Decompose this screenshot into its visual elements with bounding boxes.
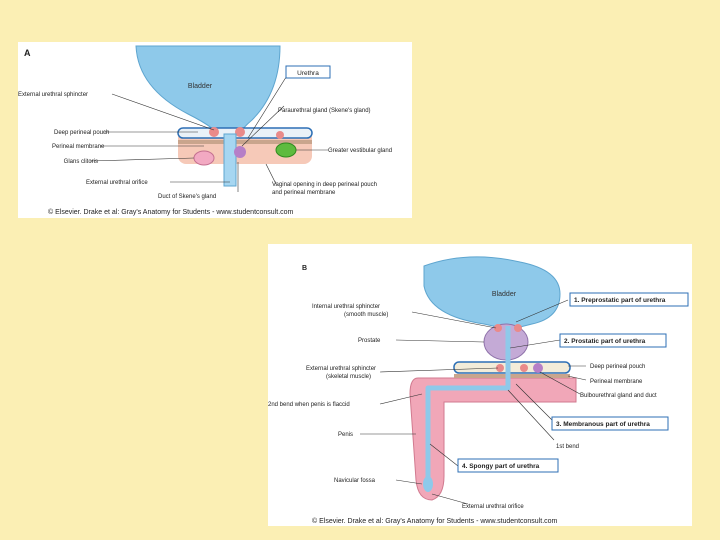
label-second-bend: 2nd bend when penis is flaccid [268,402,350,408]
label-urethra: Urethra [297,70,319,77]
urethra-label-box [285,65,331,79]
figure-panel-b: B Bladder Internal urethral sphincter (s… [268,244,692,526]
label-navicular-fossa: Navicular fossa [334,478,376,484]
bladder-shape [135,45,281,141]
internal-sphincter-blob [514,324,522,332]
label-vaginal-opening-1: Vaginal opening in deep perineal pouch [272,182,377,188]
label-bladder: Bladder [492,291,517,298]
label-part2: 2. Prostatic part of urethra [564,338,646,345]
skene-gland-shape [234,146,246,158]
penis-shape [409,377,577,501]
deep-perineal-pouch-shape [177,127,313,139]
greater-vestibular-gland-shape [275,142,297,158]
label-penis: Penis [338,432,353,438]
sphincter-blob [276,131,284,139]
glans-clitoris-shape [193,150,215,166]
label-paraurethral-gland: Paraurethral gland (Skene's gland) [278,108,371,114]
label-part1: 1. Preprostatic part of urethra [574,297,666,304]
label-first-bend: 1st bend [556,444,579,450]
figure-panel-a: A Bladder Urethra External urethral sphi… [18,42,412,218]
external-sphincter-blob [496,364,504,372]
bulbourethral-gland-shape [533,363,543,373]
navicular-fossa-shape [423,476,433,492]
label-bladder: Bladder [188,83,213,90]
label-external-urethral-sphincter: External urethral sphincter [18,92,88,98]
external-sphincter-blob [520,364,528,372]
part3-box [551,416,669,431]
label-external-sphincter-2: (skeletal muscle) [326,374,371,380]
panel-a-letter: A [24,48,31,58]
bladder-shape [423,256,561,341]
part1-box [569,292,689,307]
urethra-tube [223,133,237,187]
perineal-membrane-shape [178,140,312,144]
label-part3: 3. Membranous part of urethra [556,421,650,428]
urethra-tube [425,326,511,480]
label-greater-vestibular-gland: Greater vestibular gland [328,148,392,154]
label-perineal-membrane: Perineal membrane [590,379,643,385]
part2-box [559,333,667,348]
label-external-orifice: External urethral orifice [462,504,524,510]
perineal-membrane-shape [454,374,570,378]
internal-sphincter-blob [494,324,502,332]
sphincter-blob [235,127,245,137]
label-external-urethral-orifice: External urethral orifice [86,180,148,186]
copyright-b: © Elsevier. Drake et al: Gray's Anatomy … [312,517,558,525]
copyright-a: © Elsevier. Drake et al: Gray's Anatomy … [48,208,294,216]
part4-box [457,458,559,473]
label-internal-sphincter-1: Internal urethral sphincter [312,304,380,310]
label-perineal-membrane: Perineal membrane [52,144,105,150]
label-vaginal-opening-2: and perineal membrane [272,190,336,196]
label-bulbourethral: Bulbourethral gland and duct [580,393,657,399]
label-external-sphincter-1: External urethral sphincter [306,366,376,372]
label-duct-skenes-gland: Duct of Skene's gland [158,194,216,200]
panel-b-letter: B [302,265,307,272]
female-urethra-diagram: A Bladder Urethra External urethral sphi… [18,45,392,216]
label-prostate: Prostate [358,338,381,344]
deep-perineal-pouch-shape [453,361,571,374]
label-glans-clitoris: Glans clitoris [64,159,98,165]
male-urethra-diagram: B Bladder Internal urethral sphincter (s… [268,256,689,525]
sphincter-blob [209,127,219,137]
label-internal-sphincter-2: (smooth muscle) [344,312,388,318]
label-deep-perineal-pouch: Deep perineal pouch [590,364,645,370]
label-part4: 4. Spongy part of urethra [462,463,540,470]
label-deep-perineal-pouch: Deep perineal pouch [54,130,109,136]
